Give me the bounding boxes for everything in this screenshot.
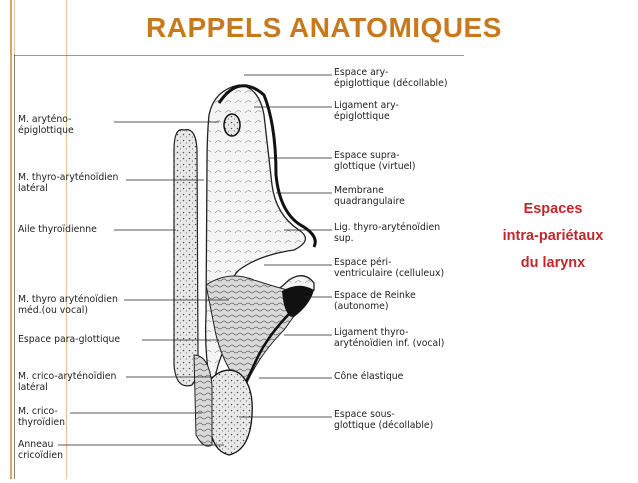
label-subglottic-space: Espace sous- glottique (décollable) <box>334 409 434 431</box>
ligament-line <box>217 84 317 248</box>
label-supraglottic-space: Espace supra- glottique (virtuel) <box>334 150 416 172</box>
label-thyroid-ala: Aile thyroïdienne <box>18 224 97 235</box>
thyroid-cartilage-shape <box>173 129 199 387</box>
label-aryepiglottic-ligament: Ligament ary- épiglottique <box>334 100 399 122</box>
slide-caption: Espaces intra-pariétaux du larynx <box>478 196 628 277</box>
label-periventricular-space: Espace péri- ventriculaire (celluleux) <box>334 257 445 279</box>
label-superior-thyroarytenoid-ligament: Lig. thyro-aryténoïdien sup. <box>334 222 441 244</box>
label-lateral-cricoarytenoid: M. crico-aryténoïdien latéral <box>18 371 117 393</box>
cricothyroid-muscle-shape <box>193 354 213 447</box>
caption-line: du larynx <box>520 255 586 271</box>
label-aryepiglottic-muscle: M. aryténo- épiglottique <box>18 114 74 136</box>
label-conus-elasticus: Cône élastique <box>334 371 404 382</box>
label-vocal-ligament: Ligament thyro- aryténoïdien inf. (vocal… <box>334 327 445 349</box>
vocalis-muscle-shape <box>205 275 310 386</box>
reinke-space-shape <box>282 285 314 317</box>
label-paraglottic-space: Espace para-glottique <box>18 334 121 345</box>
label-vocalis-muscle: M. thyro aryténoïdien méd.(ou vocal) <box>18 294 118 316</box>
label-cricothyroid-muscle: M. crico- thyroïdien <box>18 406 66 428</box>
label-reinke-space: Espace de Reinke (autonome) <box>334 290 416 312</box>
caption-line: intra-pariétaux <box>502 228 604 244</box>
caption-line: Espaces <box>523 201 583 217</box>
label-cricoid-ring: Anneau cricoïdien <box>18 439 63 461</box>
label-aryepiglottic-space: Espace ary- épiglottique (décollable) <box>334 67 448 89</box>
label-lateral-thyroarytenoid: M. thyro-aryténoïdien latéral <box>18 172 119 194</box>
larynx-diagram: M. aryténo- épiglottique M. thyro-arytén… <box>13 54 464 479</box>
left-border-line <box>10 0 12 479</box>
cricoid-ring-shape <box>209 369 253 456</box>
label-quadrangular-membrane: Membrane quadrangulaire <box>334 185 405 207</box>
slide-title: RAPPELS ANATOMIQUES <box>146 12 502 43</box>
corniculate-nodule <box>223 113 241 137</box>
left-border-line-inner <box>66 0 67 479</box>
larynx-section-drawing <box>13 54 464 479</box>
